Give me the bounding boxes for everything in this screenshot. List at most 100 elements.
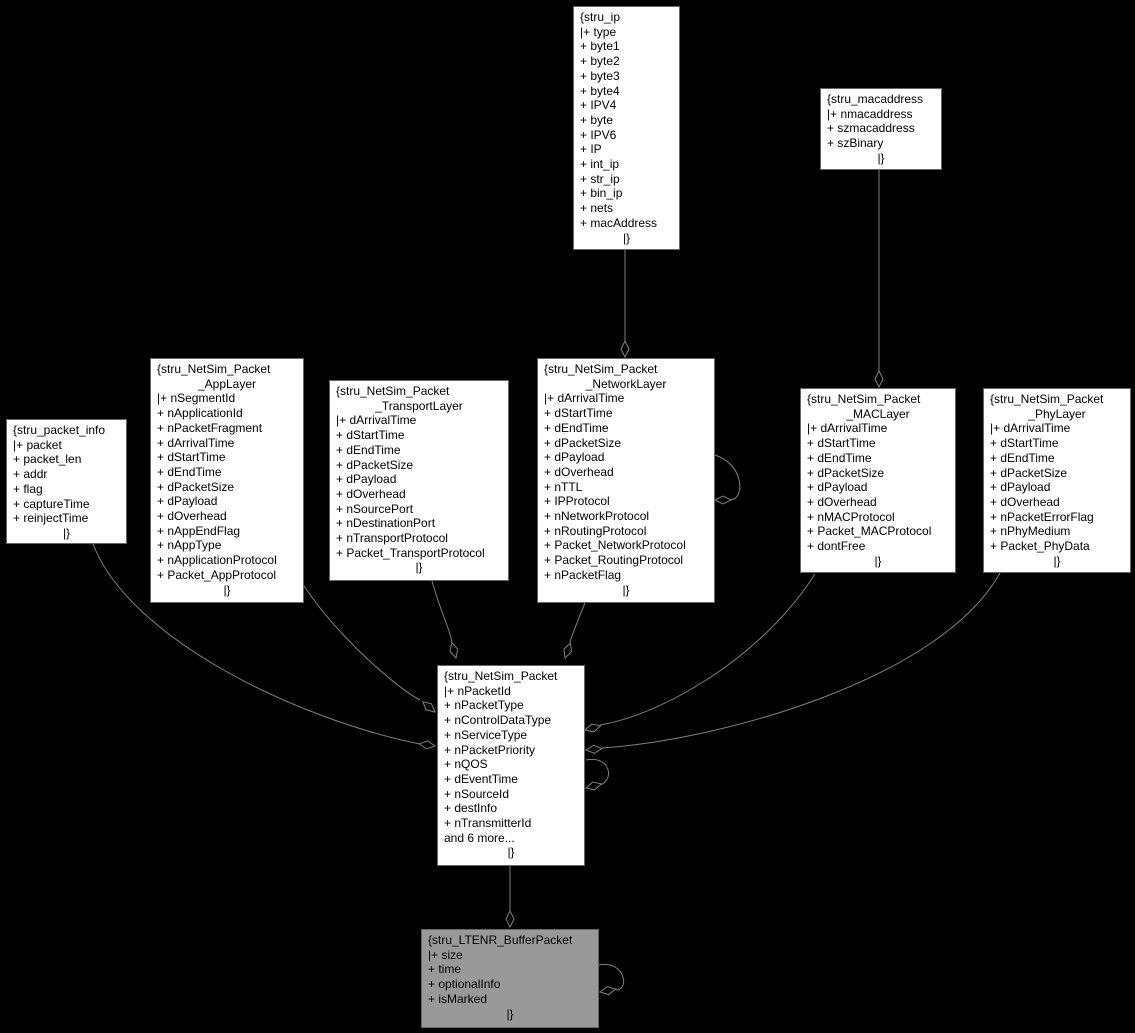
class-member: + str_ip [580, 171, 620, 186]
class-member: + dStartTime [157, 450, 226, 465]
aggregation-diamond-icon [620, 339, 630, 359]
edge-ltenr-self [598, 964, 625, 991]
class-member: + dPayload [990, 480, 1051, 495]
class-member: + Packet_TransportProtocol [336, 545, 485, 560]
class-member: + optionalInfo [428, 977, 501, 992]
class-member: + dontFree [807, 539, 866, 554]
class-name: {stru_macaddress [827, 92, 924, 106]
class-member: + dPacketSize [990, 465, 1068, 480]
class-member: + packet_len [13, 452, 82, 467]
class-member: + IPProtocol [544, 494, 610, 509]
class-member: + nMACProtocol [807, 509, 895, 524]
class-member: + nApplicationId [157, 406, 243, 421]
class-member: + dEndTime [157, 464, 222, 479]
class-node-ltenr-buffer-packet[interactable]: {stru_LTENR_BufferPacket|+ size+ time+ o… [421, 929, 599, 1028]
class-node-netsim-packet[interactable]: {stru_NetSim_Packet|+ nPacketId+ nPacket… [437, 665, 585, 866]
class-node-stru-ip[interactable]: {stru_ip|+ type+ byte1+ byte2+ byte3+ by… [573, 6, 680, 250]
class-member: |+ nSegmentId [157, 391, 236, 406]
class-member: + dStartTime [807, 436, 876, 451]
class-node-transport-layer[interactable]: {stru_NetSim_Packet_TransportLayer|+ dAr… [329, 380, 509, 581]
class-member: + destInfo [444, 801, 498, 816]
class-node-mac-layer[interactable]: {stru_NetSim_Packet_MACLayer|+ dArrivalT… [800, 388, 956, 573]
class-member: + nPacketFlag [544, 567, 622, 582]
class-member: + addr [13, 467, 48, 482]
class-name: {stru_NetSim_Packet [444, 669, 558, 683]
class-member: + dOverhead [544, 464, 614, 479]
aggregation-diamond-icon [421, 700, 436, 713]
class-name: {stru_NetSim_Packet [157, 362, 271, 376]
class-member: + time [428, 962, 462, 977]
class-member: + dEndTime [990, 450, 1055, 465]
class-member: + dOverhead [336, 486, 406, 501]
class-member: + nTTL [544, 479, 583, 494]
class-member: + byte1 [580, 39, 620, 54]
class-member: + nPacketFragment [157, 420, 263, 435]
edge-network-packet [569, 602, 586, 643]
class-member: + byte2 [580, 54, 620, 69]
class-member: + dEndTime [807, 450, 872, 465]
class-member: + nAppEndFlag [157, 523, 241, 538]
class-member: + Packet_NetworkProtocol [544, 538, 686, 553]
class-member: + flag [13, 481, 43, 496]
class-node-phy-layer[interactable]: {stru_NetSim_Packet_PhyLayer|+ dArrivalT… [983, 388, 1131, 573]
class-member: + nQOS [444, 757, 488, 772]
class-member: + dPacketSize [336, 457, 414, 472]
aggregation-diamond-icon [418, 740, 437, 750]
aggregation-diamond-icon [584, 744, 604, 754]
class-member: + dOverhead [807, 494, 877, 509]
edge-phy-packet [601, 572, 1001, 749]
class-member: + dEventTime [444, 771, 518, 786]
class-member: + nDestinationPort [336, 516, 436, 531]
class-member: + dPayload [807, 480, 868, 495]
class-member: + Packet_AppProtocol [157, 567, 277, 582]
aggregation-diamond-icon [713, 495, 733, 505]
class-name: {stru_LTENR_BufferPacket [428, 933, 573, 947]
class-node-app-layer[interactable]: {stru_NetSim_Packet_AppLayer|+ nSegmentI… [150, 358, 304, 603]
class-member: |+ type [580, 24, 617, 39]
class-name: _NetworkLayer [585, 376, 667, 391]
class-name: {stru_ip [580, 10, 621, 24]
class-footer: |} [415, 560, 423, 575]
class-member: |+ dArrivalTime [544, 391, 625, 406]
class-member: + nTransportProtocol [336, 531, 448, 546]
aggregation-diamond-icon [583, 723, 602, 733]
class-name: _MACLayer [846, 406, 910, 421]
edge-mac-packet [599, 573, 816, 726]
class-footer: |} [1053, 553, 1061, 568]
class-member: + nTransmitterId [444, 816, 532, 831]
class-name: _AppLayer [197, 376, 257, 391]
class-member: + dPacketSize [544, 435, 622, 450]
class-member: + Packet_PhyData [990, 539, 1090, 554]
class-member: + dPacketSize [157, 479, 235, 494]
class-member: + dPacketSize [807, 465, 885, 480]
class-footer: |} [622, 582, 630, 597]
class-member: + byte4 [580, 83, 620, 98]
class-member: + nets [580, 201, 614, 216]
class-member: + IPV6 [580, 127, 617, 142]
class-member: + nPacketPriority [444, 742, 536, 757]
class-member: + nAppType [157, 538, 222, 553]
class-member: + reinjectTime [13, 511, 89, 526]
class-member: + macAddress [580, 215, 658, 230]
class-member: |+ dArrivalTime [807, 421, 888, 436]
class-member: + nPhyMedium [990, 524, 1071, 539]
class-member: + dStartTime [990, 436, 1059, 451]
class-name: _PhyLayer [1028, 406, 1086, 421]
class-member: + captureTime [13, 496, 90, 511]
class-member: + nApplicationProtocol [157, 553, 277, 568]
class-footer: |} [223, 582, 231, 597]
class-node-stru-packet-info[interactable]: {stru_packet_info|+ packet+ packet_len+ … [6, 419, 127, 544]
class-footer: |} [877, 150, 885, 165]
aggregation-diamond-icon [449, 641, 459, 660]
class-member: + dArrivalTime [157, 435, 235, 450]
aggregation-diamond-icon [584, 781, 603, 791]
class-member: + nRoutingProtocol [544, 523, 647, 538]
class-member: + dStartTime [544, 406, 613, 421]
class-node-network-layer[interactable]: {stru_NetSim_Packet_NetworkLayer|+ dArri… [537, 358, 715, 603]
class-member: + nNetworkProtocol [544, 509, 650, 524]
class-member: + nSourcePort [336, 501, 414, 516]
class-member: + szmacaddress [827, 121, 915, 136]
class-node-stru-macaddress[interactable]: {stru_macaddress|+ nmacaddress+ szmacadd… [820, 88, 942, 170]
class-member: + isMarked [428, 991, 488, 1006]
class-member: + nServiceType [444, 727, 528, 742]
